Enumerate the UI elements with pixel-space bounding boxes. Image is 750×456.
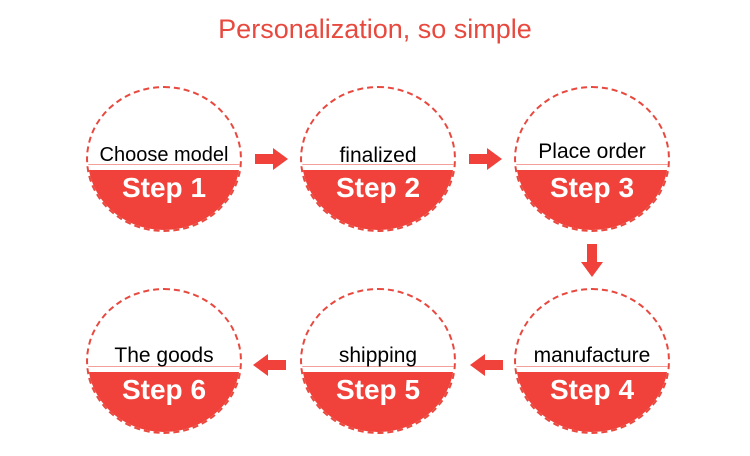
step-5-circle: shipping Step 5 bbox=[298, 288, 458, 434]
step-3-label: Place order bbox=[538, 140, 646, 163]
red-fill bbox=[88, 170, 240, 230]
step-1-label: Choose model bbox=[99, 144, 229, 166]
arrow-down-icon bbox=[581, 244, 603, 277]
step-5-label: shipping bbox=[338, 344, 418, 367]
red-fill bbox=[516, 372, 668, 432]
divider-line bbox=[302, 164, 454, 165]
step-3-number: Step 3 bbox=[549, 172, 635, 203]
step-2-number: Step 2 bbox=[335, 172, 421, 203]
step-2-circle: finalized Step 2 bbox=[298, 86, 458, 232]
divider-line bbox=[88, 366, 240, 367]
step-6-label: The goods bbox=[114, 344, 214, 367]
divider-line bbox=[516, 366, 668, 367]
circle-outline bbox=[514, 86, 670, 232]
red-fill bbox=[88, 372, 240, 432]
arrow-left-icon bbox=[253, 354, 286, 376]
divider-line bbox=[88, 164, 240, 165]
page-title: Personalization, so simple bbox=[218, 14, 532, 44]
arrow-left-icon bbox=[470, 354, 503, 376]
circle-outline bbox=[300, 288, 456, 434]
divider-line bbox=[516, 164, 668, 165]
step-6-number: Step 6 bbox=[121, 374, 207, 405]
step-2-label: finalized bbox=[339, 144, 417, 167]
red-fill bbox=[302, 170, 454, 230]
arrow-right-icon bbox=[255, 148, 288, 170]
circle-outline bbox=[86, 86, 242, 232]
arrow-right-icon bbox=[469, 148, 502, 170]
step-6-circle: The goods Step 6 bbox=[84, 288, 244, 434]
step-4-circle: manufacture Step 4 bbox=[512, 288, 672, 434]
red-fill bbox=[516, 170, 668, 230]
circle-outline bbox=[300, 86, 456, 232]
step-4-label: manufacture bbox=[533, 344, 651, 367]
red-fill bbox=[302, 372, 454, 432]
step-1-number: Step 1 bbox=[121, 172, 207, 203]
step-4-number: Step 4 bbox=[549, 374, 635, 405]
step-3-circle: Place order Step 3 bbox=[512, 86, 672, 232]
step-1-circle: Choose model Step 1 bbox=[84, 86, 244, 232]
circle-outline bbox=[514, 288, 670, 434]
circle-outline bbox=[86, 288, 242, 434]
step-5-number: Step 5 bbox=[335, 374, 421, 405]
divider-line bbox=[302, 366, 454, 367]
